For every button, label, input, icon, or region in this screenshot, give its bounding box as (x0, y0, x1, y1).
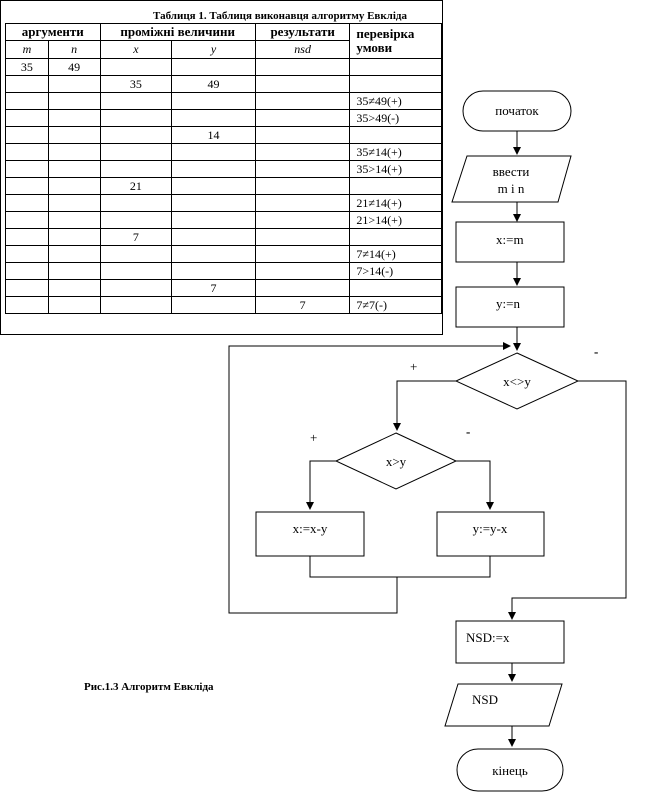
start-label: початок (495, 103, 539, 118)
output-label: NSD (472, 692, 498, 707)
subtract-y-box (436, 511, 545, 557)
loop-back-line (228, 342, 511, 614)
table-row: 35≠49(+) (5, 92, 442, 110)
table-row: 21>14(+) (5, 211, 442, 229)
assign-y-box (455, 286, 565, 328)
trace-table-frame: Таблиця 1. Таблиця виконавця алгоритму Е… (0, 0, 443, 335)
table-cell: 35>49(-) (349, 109, 442, 127)
merge-line (309, 556, 491, 578)
outer-plus-label: + (410, 359, 417, 374)
inner-yes-branch (306, 460, 336, 510)
table-row: 35>49(-) (5, 109, 442, 127)
inner-minus-label: - (466, 424, 470, 439)
table-cell (99, 296, 173, 314)
trace-table: аргументи проміжні величини результати п… (5, 23, 442, 314)
end-label: кінець (492, 763, 528, 778)
inner-condition-text: x>y (386, 454, 407, 469)
outer-no-branch (508, 380, 627, 620)
inner-no-branch (456, 460, 494, 510)
header-arguments: аргументи (5, 23, 101, 41)
input-label-2: m i n (498, 181, 525, 196)
table-cell: 49 (47, 58, 101, 76)
subtract-y-label: y:=y-x (473, 521, 508, 536)
inner-plus-label: + (310, 430, 317, 445)
outer-decision-diamond (454, 352, 580, 410)
result-label: NSD:=x (466, 630, 510, 645)
table-cell: 35>14(+) (349, 160, 442, 178)
result-box (455, 620, 565, 664)
figure-caption: Рис.1.3 Алгоритм Евкліда (84, 681, 214, 693)
table-cell (171, 296, 256, 314)
assign-x-label: x:=m (496, 232, 524, 247)
input-label-1: ввести (493, 164, 530, 179)
outer-minus-label: - (594, 344, 598, 359)
outer-condition-label: x<>y (503, 374, 531, 389)
assign-x-box (455, 221, 565, 263)
output-parallelogram (444, 683, 563, 727)
table-row: 7 (5, 228, 442, 246)
input-parallelogram (451, 155, 572, 203)
table-cell (5, 296, 49, 314)
header-intermediate: проміжні величини (99, 23, 256, 41)
assign-y-label: y:=n (496, 296, 520, 311)
table-title: Таблиця 1. Таблиця виконавця алгоритму Е… (153, 10, 407, 22)
inner-decision-diamond (334, 432, 458, 490)
subtract-x-label: x:=x-y (293, 521, 328, 536)
header-condition-check: перевірка умови (349, 23, 442, 59)
end-terminator (456, 748, 564, 792)
subheader-nsd: nsd (254, 40, 351, 59)
outer-yes-branch (393, 380, 456, 431)
table-cell: 7≠7(-) (349, 296, 442, 314)
